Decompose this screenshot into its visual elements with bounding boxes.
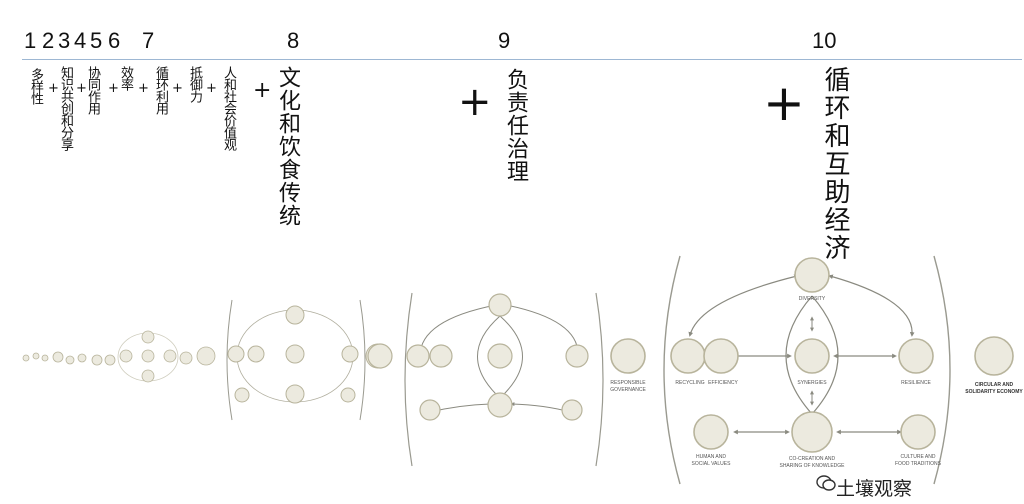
label-governance-1: RESPONSIBLE [610, 380, 646, 386]
step-number-6: 6 [108, 28, 121, 53]
label-resilience: RESILIENCE [901, 380, 931, 386]
label-circular-2: SOLIDARITY ECONOMY [965, 389, 1023, 395]
step-number-2: 2 [42, 28, 55, 53]
wechat-icon [816, 475, 836, 491]
plus-sign: + [172, 81, 183, 96]
plus-sign: + [138, 81, 149, 96]
step-number-10: 10 [812, 28, 837, 53]
plus-sign: + [48, 81, 59, 96]
diagram-step-8 [226, 299, 391, 421]
step-label-2: 知识共创和分享 [58, 66, 73, 150]
step-label-6: 抵御力 [187, 66, 202, 102]
watermark: 土壤观察 [836, 478, 913, 500]
step-label-8: 文化和饮食传统 [275, 66, 300, 227]
step-label-10: 循环和互助经济 [820, 66, 850, 262]
step-number-3: 3 [58, 28, 71, 53]
label-recycling: RECYCLING [675, 380, 704, 386]
label-cocreation-1: CO-CREATION AND [789, 456, 836, 462]
plus-sign: + [76, 81, 87, 96]
label-cocreation-2: SHARING OF KNOWLEDGE [779, 463, 845, 469]
step-label-4: 效率 [118, 66, 133, 90]
step-number-5: 5 [90, 28, 103, 53]
step-label-9: 负责任治理 [503, 68, 528, 183]
step-number-1: 1 [24, 28, 37, 53]
label-efficiency: EFFICIENCY [708, 380, 738, 386]
step-label-5: 循环利用 [153, 66, 168, 114]
step-label-3: 协同作用 [85, 66, 100, 114]
step-label-7: 人和社会价值观 [221, 66, 236, 150]
label-human-2: SOCIAL VALUES [692, 461, 732, 467]
divider-line [22, 59, 1022, 60]
label-culture-2: FOOD TRADITIONS [895, 461, 942, 467]
label-synergies: SYNERGIES [797, 380, 827, 386]
label-culture-1: CULTURE AND [901, 454, 936, 460]
step-number-4: 4 [74, 28, 87, 53]
step-number-7: 7 [142, 28, 155, 53]
label-diversity: DIVERSITY [799, 296, 826, 302]
label-circular-1: CIRCULAR AND [975, 382, 1014, 388]
plus-sign: + [763, 74, 805, 132]
diagram-step-9 [367, 292, 604, 467]
step-number-9: 9 [498, 28, 511, 53]
label-human-1: HUMAN AND [696, 454, 726, 460]
mini-diagram-1 [22, 330, 216, 383]
label-governance-2: GOVERNANCE [610, 387, 646, 393]
plus-sign: + [206, 81, 217, 96]
plus-sign: + [108, 81, 119, 96]
diagram-step-10 [610, 255, 1014, 485]
plus-sign: + [253, 78, 273, 103]
step-label-1: 多样性 [28, 68, 43, 104]
plus-sign: + [458, 79, 492, 125]
step-number-8: 8 [287, 28, 300, 53]
